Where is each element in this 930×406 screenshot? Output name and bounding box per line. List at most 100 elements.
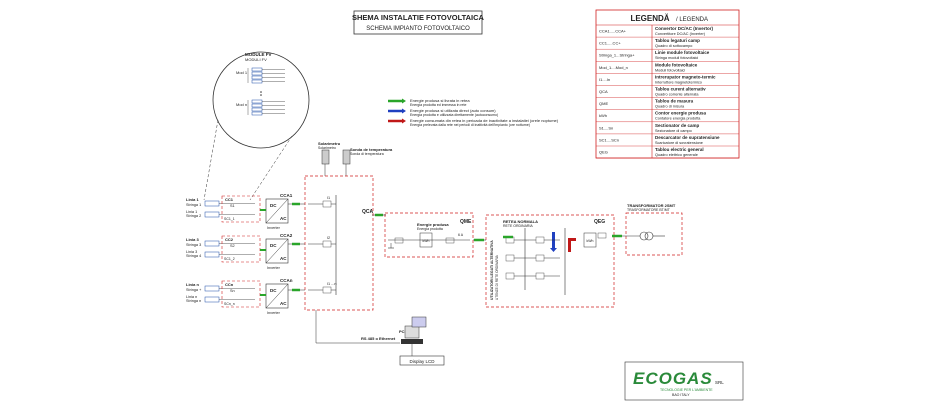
qme-breaker-icon-2 — [445, 237, 455, 244]
pv-string-icon — [204, 240, 220, 247]
ac-label: AC — [280, 301, 287, 306]
legend-desc-ro: Sectionator de camp — [655, 123, 700, 128]
legend-desc-ro: Tablou de masura — [655, 99, 694, 104]
string-bottom-label: Stringa 4 — [186, 254, 201, 258]
qca-breaker-label: I1 — [327, 196, 330, 200]
qeg-frame — [485, 214, 615, 308]
qme-current-label: 6 A — [458, 233, 464, 237]
legend-desc-ro: Tablou curent alternativ — [655, 87, 706, 92]
legend-code: SC1....SCn — [599, 137, 619, 142]
legend-desc-it: Quadro corrente alternata — [655, 93, 699, 97]
qca-breaker-icon — [322, 286, 332, 294]
temp-sensor-sublabel: Sonda di temperatura — [350, 152, 384, 156]
energy-arrowhead — [402, 98, 406, 104]
pv-module-icon — [251, 107, 263, 112]
qeg-vertical-label: UTILIZATORI LEGATI ALTERNATIVA — [490, 240, 494, 300]
qeg-breaker-icon — [597, 232, 607, 239]
sun-sensor-label: Solarimetru — [318, 141, 341, 146]
self-consumption-arrowhead — [550, 248, 557, 252]
main-flow — [288, 202, 622, 292]
logo-place: BAO ITALY — [672, 393, 690, 397]
logo-brand: ECOGAS — [633, 369, 713, 388]
pv-dot — [260, 94, 262, 96]
logo-block: ECOGAS SRL TECNOLOGIE PER L'AMBIENTE BAO… — [624, 361, 744, 401]
cc-label: CCn — [225, 282, 234, 287]
string-bottom-label: Stringa n — [186, 299, 201, 303]
inverter-label: Inverter — [267, 311, 281, 315]
line-label-2: Linia 1 — [186, 210, 197, 214]
qeg-breaker-icon — [535, 254, 545, 262]
energy-legend: Energie produsa si livrata in reteaEnerg… — [388, 98, 559, 127]
qeg-breaker-icon — [535, 272, 545, 280]
qme-frame — [384, 212, 474, 258]
pv-string-icon — [204, 211, 220, 218]
pc-tower-icon — [404, 325, 420, 339]
pv-module-icon — [251, 111, 263, 116]
temp-sensor-icon — [342, 149, 351, 165]
qca-breaker-label: I2 — [327, 236, 330, 240]
legend-code: S1....Sn — [599, 125, 613, 130]
module-label-bottom: Mod n — [236, 102, 247, 107]
pv-module-icon — [251, 103, 263, 108]
legend-desc-ro: Tablou legaturi camp — [655, 38, 700, 43]
logo-srl: SRL — [715, 380, 724, 385]
ac-label: AC — [280, 216, 287, 221]
transformer-sublabel: TRASFORMATORE BT/MT — [627, 208, 671, 212]
energy-label-ro: Energie produsa si livrata in retea — [410, 98, 470, 103]
pv-module-icon — [251, 67, 263, 72]
inverter-diagonal — [265, 238, 289, 264]
legend-code: CCA1.....CCA+ — [599, 29, 627, 34]
inverter-id-label: CCA1 — [280, 193, 293, 198]
qca-breaker-icon — [322, 240, 332, 248]
qeg-panel: QEG RETEA NORMALA RETE ORDINARIA kWh UTI… — [485, 214, 615, 308]
module-detail-subtitle: MODULI FV — [245, 57, 267, 62]
legend-desc-ro: Contor energie produsa — [655, 111, 707, 116]
module-detail: MODULE FV MODULI FV Mod 1 Mod n — [203, 51, 310, 201]
legend-code: QME — [599, 101, 608, 106]
pc-monitor-icon — [411, 316, 427, 328]
transformer-coil-1 — [639, 231, 649, 241]
legend-desc-it: Quadro di sottocampo — [655, 44, 692, 48]
legend-desc-it: Sezionatore di campo — [655, 129, 692, 133]
string-top-label: Stringa 1 — [186, 203, 201, 207]
display-lcd-label: Display LCD — [409, 359, 435, 364]
rs485-label: RS 485 o Ethernet — [361, 336, 396, 341]
legend-code: QEG — [599, 150, 608, 155]
sc-label: SCn_n — [224, 302, 235, 306]
dc-label: DC — [270, 243, 277, 248]
legend-desc-ro: Convertor DC/AC (Invertor) — [655, 26, 714, 31]
inverter-diagonal — [265, 198, 289, 224]
qeg-breaker-icon — [535, 236, 545, 244]
legend-desc-ro: Module fotovoltaice — [655, 62, 698, 67]
title-main: SHEMA INSTALATIE FOTOVOLTAICA — [352, 13, 485, 22]
qme-breaker-icon — [394, 237, 404, 244]
detail-leader-left — [203, 119, 219, 201]
legend-desc-it: Quadro di misura — [655, 105, 685, 109]
qeg-vertical-sublabel: UTENZE DI RETE ORDINARIA — [495, 254, 499, 300]
sensors: Solarimetru Solarimetro Sonda de tempera… — [318, 141, 393, 176]
pv-string-icon — [204, 296, 220, 303]
legend-desc-ro: Descarcator de supratensiune — [655, 135, 720, 140]
line-label: Linia 1 — [186, 197, 199, 202]
legend-desc-it: Moduli fotovoltaici — [655, 68, 685, 72]
qeg-breaker-icon — [505, 254, 515, 262]
qme-meter-label: kWh — [423, 239, 430, 243]
legend-title: LEGENDĂ — [630, 14, 669, 23]
qca-frame — [304, 175, 374, 311]
line-label: Linia n — [186, 282, 199, 287]
legend-code: CC1.....CC+ — [599, 41, 621, 46]
legend-desc-ro: Linie module fotovoltaice — [655, 50, 710, 55]
energy-label-it: Energia prodotta ed immessa in rete — [410, 103, 466, 107]
legend-desc-ro: Tablou electric general — [655, 147, 704, 152]
string-bottom-label: Stringa 2 — [186, 214, 201, 218]
comms: RS 485 o Ethernet PC Display LCD — [315, 310, 445, 366]
inverter-id-label: CCAn — [280, 278, 293, 283]
qme-panel: QME Energie produsa Energia prodotta kWh… — [384, 212, 474, 258]
qme-title: Energie produsa — [417, 222, 449, 227]
cc-label: CC1 — [225, 197, 234, 202]
legend-code: kWh — [599, 113, 607, 118]
